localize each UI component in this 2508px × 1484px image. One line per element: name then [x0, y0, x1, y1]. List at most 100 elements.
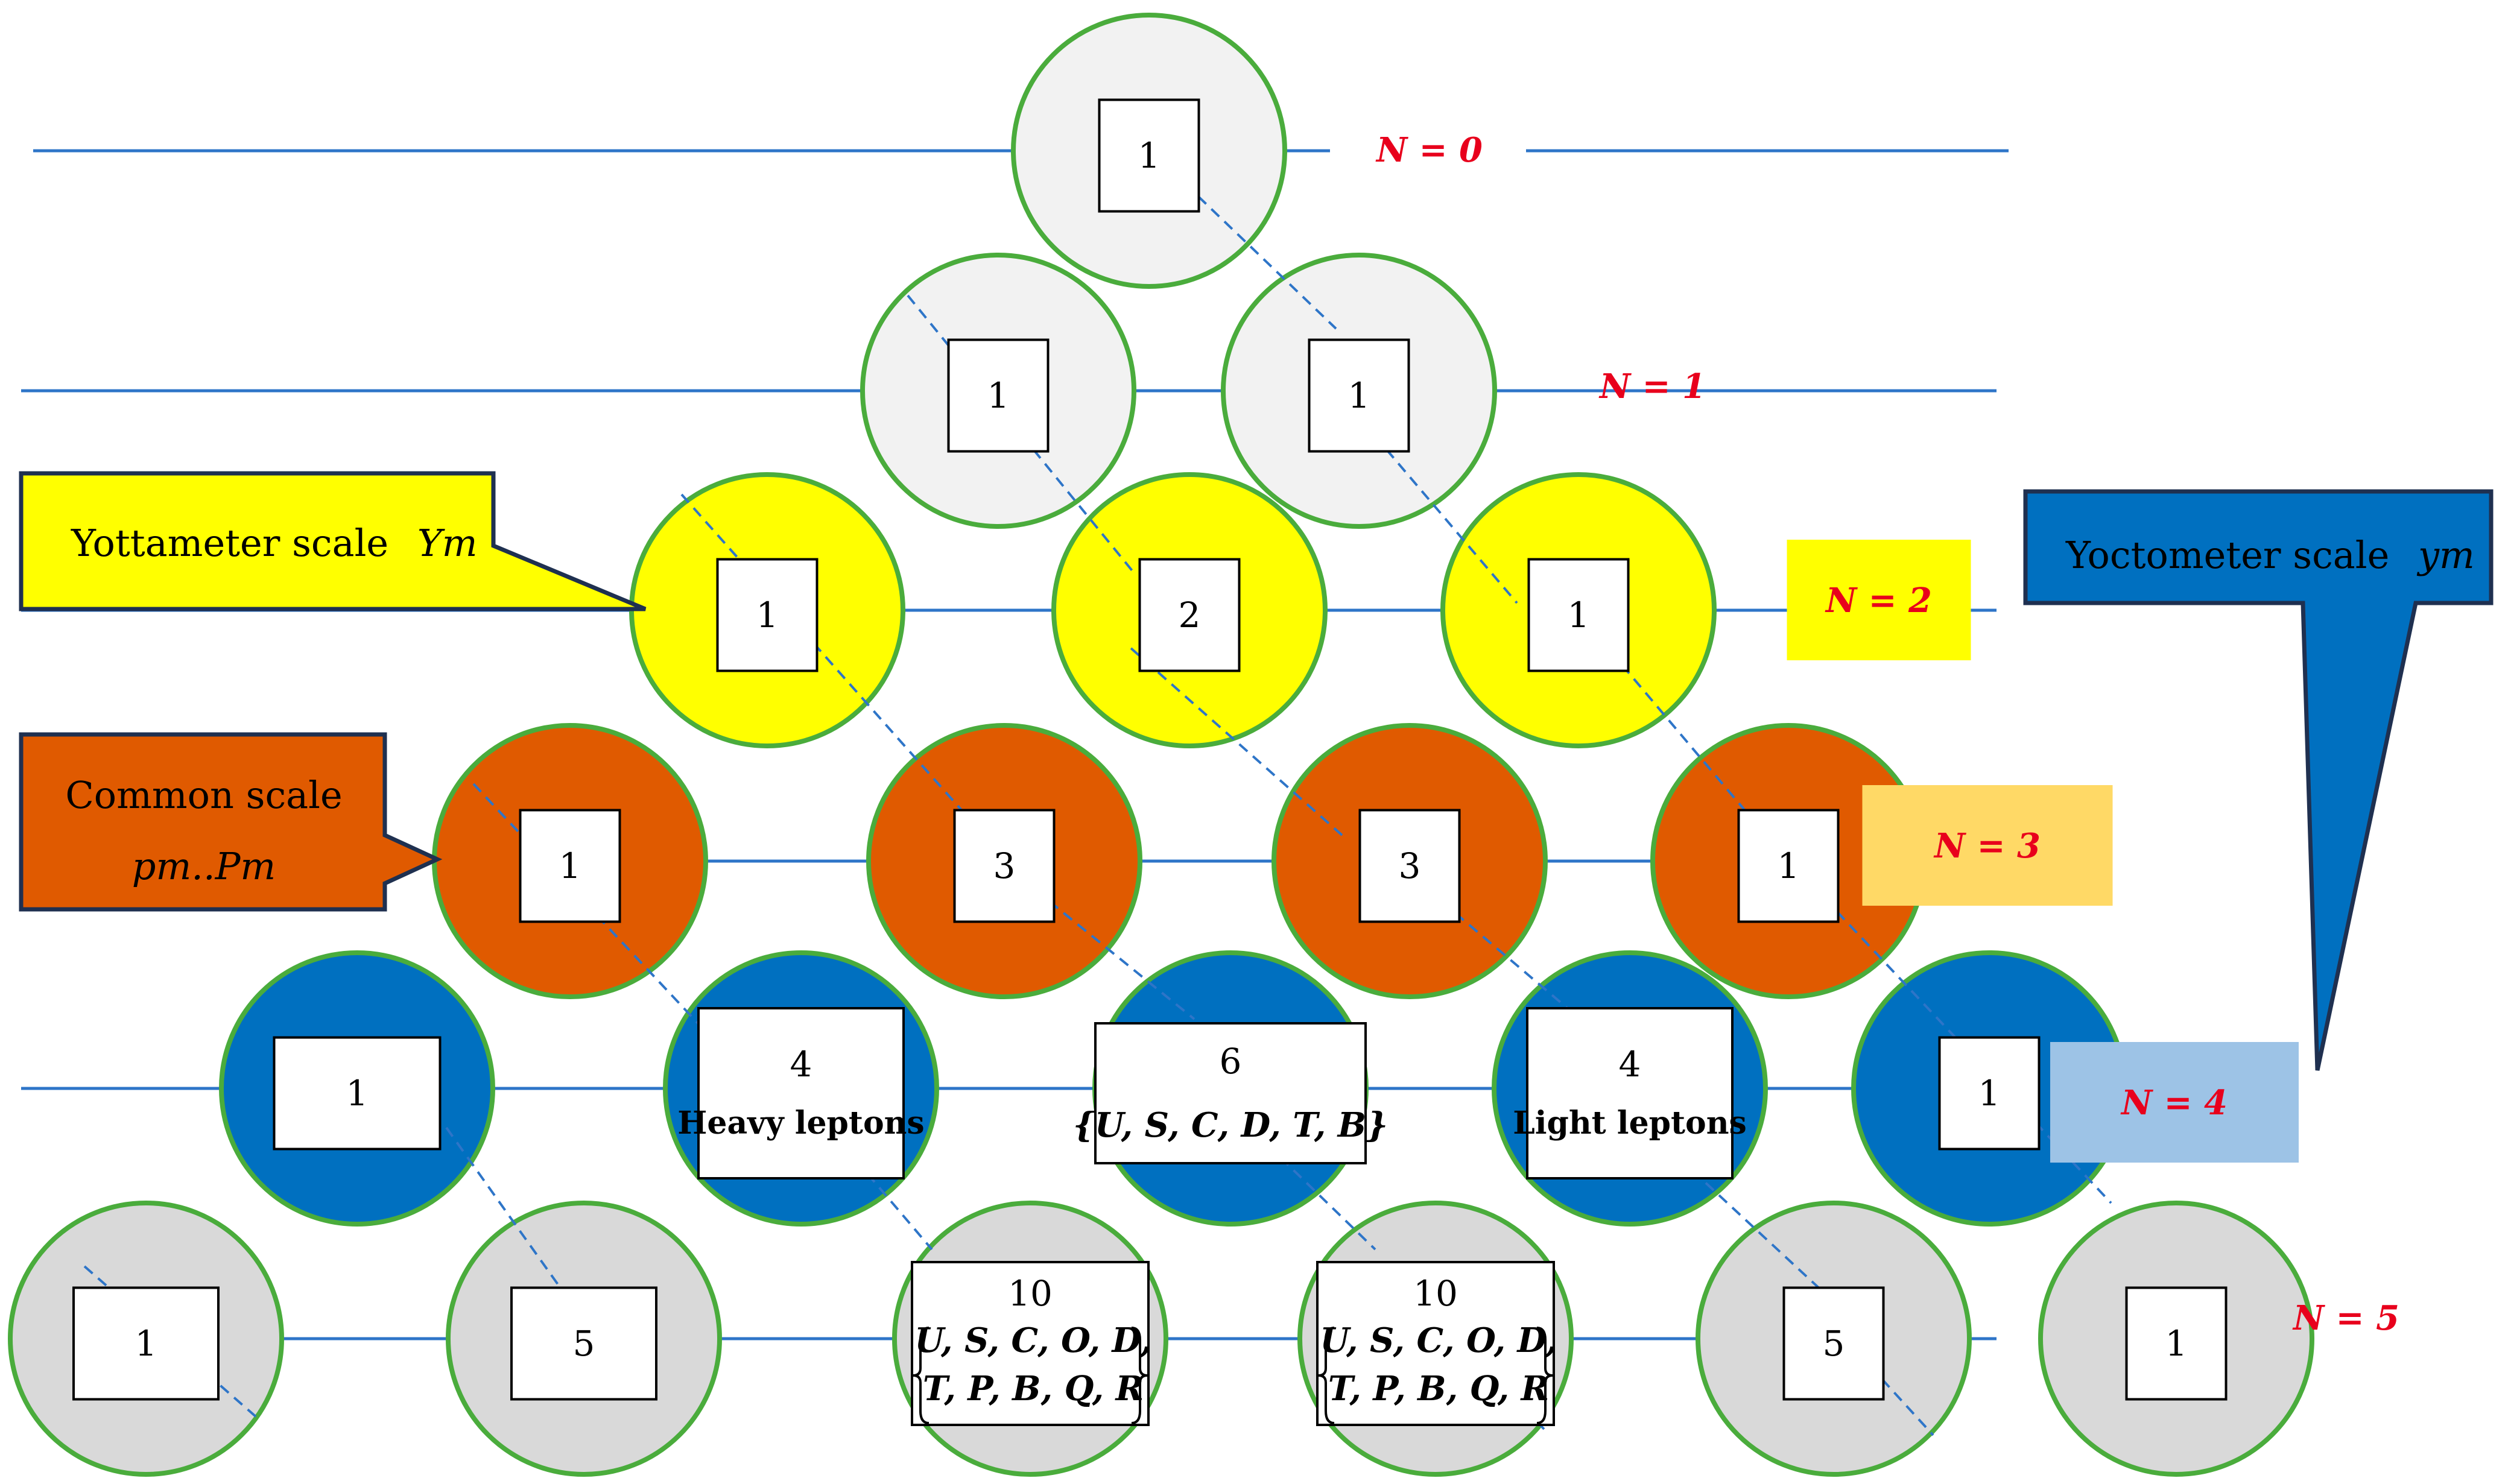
value-box	[1782, 1286, 1885, 1401]
cell-value: 3	[1399, 845, 1421, 886]
common-scale-callout-shape	[19, 732, 443, 912]
right-brace-icon	[1131, 1327, 1148, 1424]
cell-r3-c1: 3	[953, 809, 1056, 923]
yoctometer-unit: ym	[2416, 533, 2475, 577]
value-box	[72, 1286, 220, 1401]
cell-set: {U, S, C, D, T, B}	[1073, 1105, 1388, 1145]
cell-r4-c4: 1	[1938, 1036, 2041, 1151]
yoctometer-label: Yoctometer scale	[2065, 533, 2389, 577]
cell-set-line-0: U, S, C, O, D,	[914, 1321, 1151, 1360]
value-box	[1938, 1036, 2041, 1151]
common-scale-label: Common scale	[65, 773, 342, 817]
row-label-n4: N = 4	[2050, 1042, 2299, 1163]
value-box	[947, 338, 1050, 453]
cell-r3-c2: 3	[1358, 809, 1461, 923]
right-brace-icon	[1536, 1327, 1553, 1424]
dashed-link-4	[1130, 647, 1343, 836]
value-box	[1316, 1261, 1555, 1426]
svg-text:Yottameter scale Ym: Yottameter scale Ym	[71, 521, 478, 565]
cell-value: 1	[559, 845, 581, 886]
row-label-text: N = 2	[1825, 581, 1932, 620]
common-scale-range: pm..Pm	[132, 844, 276, 888]
cell-value: 1	[1138, 135, 1161, 176]
value-box	[1737, 809, 1840, 923]
cell-value: 10	[1413, 1273, 1458, 1314]
cell-r3-c3: 1	[1737, 809, 1840, 923]
cell-r4-c0: 1	[273, 1036, 442, 1151]
cell-value: 5	[573, 1323, 595, 1364]
dashed-link-2	[907, 294, 1135, 574]
row-label-n3: N = 3	[1862, 785, 2113, 906]
cell-r5-c1: 5	[510, 1286, 657, 1401]
row-labels-layer: N = 0 N = 1 N = 2 N = 3 N = 4 N = 5	[1375, 130, 2399, 1338]
cell-value: 1	[1778, 845, 1800, 886]
dashed-link-5	[1609, 650, 1759, 827]
value-box	[273, 1036, 442, 1151]
cell-set-line-1: T, P, B, Q, R	[1328, 1369, 1549, 1409]
cell-r5-c0: 1	[72, 1286, 220, 1401]
cell-value: 6	[1220, 1041, 1242, 1082]
dashed-link-11	[445, 1126, 559, 1286]
cell-value: 1	[2165, 1323, 2188, 1364]
cell-r2-c0: 1	[716, 558, 819, 672]
yottameter-callout: Yottameter scale Ym	[19, 471, 647, 611]
cell-r1-c1: 1	[1308, 338, 1410, 453]
cell-r0-c0: 1	[1098, 98, 1200, 213]
svg-text:Yoctometer scale ym: Yoctometer scale ym	[2065, 533, 2475, 577]
row-label-n0: N = 0	[1375, 130, 1483, 170]
row-label-bg	[1787, 540, 1971, 660]
row-label-n5: N = 5	[2292, 1298, 2399, 1338]
cell-value: 10	[1008, 1273, 1053, 1314]
value-box	[1138, 558, 1241, 672]
cell-value: 1	[135, 1323, 157, 1364]
yottameter-callout-shape	[19, 471, 647, 611]
left-brace-icon	[1318, 1327, 1335, 1424]
row-label-n2: N = 2	[1787, 540, 1971, 660]
cell-caption: Heavy leptons	[677, 1105, 924, 1141]
common-scale-callout: Common scale pm..Pm	[19, 732, 443, 912]
cell-r5-c4: 5	[1782, 1286, 1885, 1401]
row-label-text: N = 1	[1598, 367, 1706, 406]
cell-r4-c2: 6 {U, S, C, D, T, B}	[1073, 1022, 1388, 1164]
cell-value: 1	[1348, 375, 1370, 416]
yoctometer-callout: Yoctometer scale ym	[2023, 489, 2494, 1071]
row-label-text: N = 3	[1933, 826, 2041, 866]
cell-r3-c0: 1	[519, 809, 621, 923]
dashed-link-8	[1440, 900, 1582, 1020]
value-box	[1308, 338, 1410, 453]
yottameter-label: Yottameter scale	[71, 521, 388, 565]
dashed-link-15	[1869, 1365, 1934, 1436]
row-label-bg	[1862, 785, 2113, 906]
value-box	[911, 1261, 1150, 1426]
cell-set-line-1: T, P, B, Q, R	[923, 1369, 1144, 1409]
dashed-link-7	[1048, 900, 1195, 1020]
value-box	[1527, 558, 1630, 672]
cell-value: 1	[987, 375, 1010, 416]
cell-r2-c1: 2	[1138, 558, 1241, 672]
row-label-n1: N = 1	[1598, 367, 1706, 406]
cell-value: 2	[1179, 595, 1201, 636]
cell-r1-c0: 1	[947, 338, 1050, 453]
cell-value: 1	[1568, 595, 1590, 636]
cell-value: 5	[1823, 1323, 1845, 1364]
value-box	[1098, 98, 1200, 213]
value-box	[1526, 1007, 1734, 1179]
cell-value: 4	[790, 1044, 812, 1085]
cell-value: 1	[346, 1073, 369, 1114]
cell-value: 4	[1619, 1044, 1641, 1085]
left-brace-icon	[913, 1327, 929, 1424]
cell-value: 1	[756, 595, 779, 636]
cell-r2-c2: 1	[1527, 558, 1630, 672]
value-box	[1358, 809, 1461, 923]
value-box	[953, 809, 1056, 923]
cell-caption: Light leptons	[1513, 1105, 1747, 1141]
value-box	[716, 558, 819, 672]
row-label-text: N = 4	[2120, 1083, 2228, 1123]
row-label-bg	[2050, 1042, 2299, 1163]
cell-value: 1	[1978, 1073, 2001, 1114]
cell-value: 3	[993, 845, 1016, 886]
